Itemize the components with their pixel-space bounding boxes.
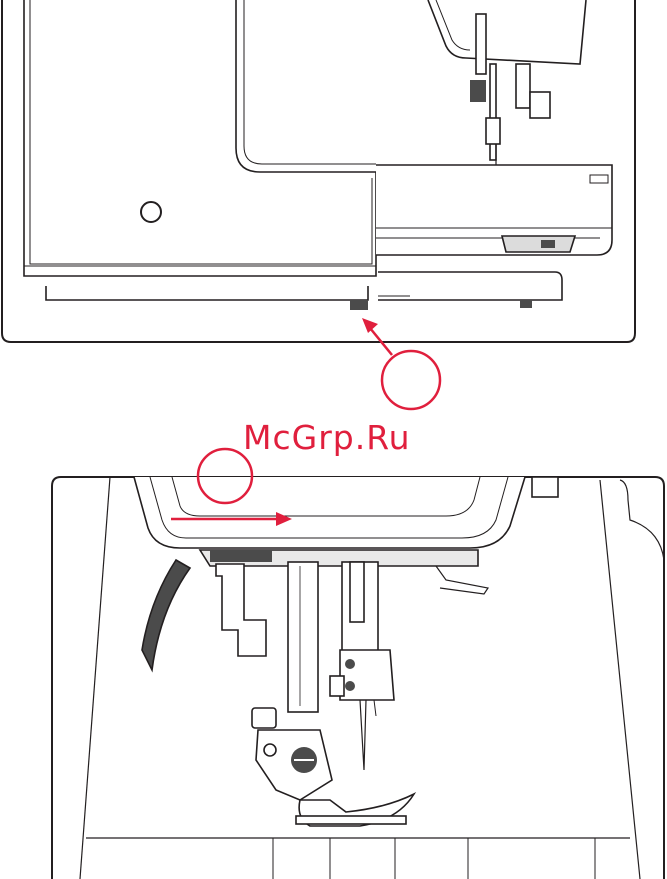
machine-body [24,0,376,276]
side-view-panel [2,0,635,342]
free-arm [376,165,612,255]
thread-lever [142,560,190,670]
presser-bar [288,562,318,712]
callout-1 [362,318,440,409]
needle-clamp-icon [340,650,394,700]
callout-circle-icon [382,351,440,409]
head-bottom [134,477,525,548]
watermark: McGrp.Ru [243,421,411,454]
machine-base [46,286,368,300]
bed-lever [502,236,575,252]
machine-head [428,0,586,64]
needle-area-panel [52,477,664,879]
